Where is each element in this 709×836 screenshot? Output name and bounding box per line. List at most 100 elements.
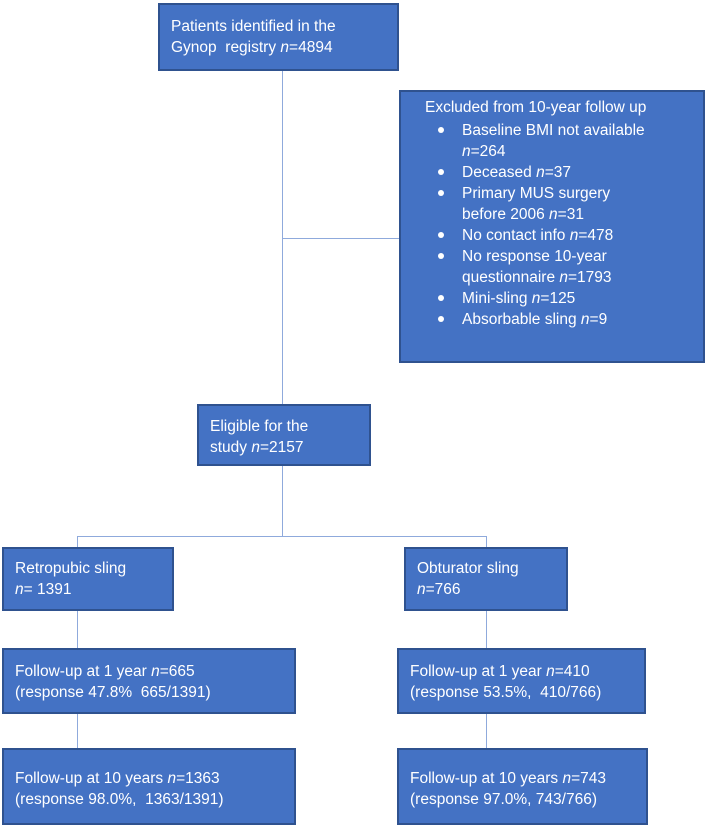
exclusion-item: Baseline BMI not available n=264: [401, 120, 703, 162]
n-symbol: n: [151, 663, 160, 680]
line-text: Baseline BMI not available: [462, 122, 645, 139]
bullet-icon: [438, 316, 444, 322]
obturator-sling-box: Obturator sling n=766: [404, 547, 568, 611]
exclusion-item: Absorbable sling n=9: [401, 309, 703, 330]
box-text-line: Baseline BMI not available: [462, 120, 703, 141]
count-value: =478: [578, 227, 614, 244]
line-text: (response 97.0%, 743/766): [410, 791, 597, 808]
count-value: =743: [571, 770, 607, 787]
box-text-line: before 2006 n=31: [462, 204, 703, 225]
n-symbol: n: [462, 143, 471, 160]
count-value: =4894: [289, 39, 333, 56]
count-value: =665: [159, 663, 195, 680]
connector-retropubic-to-1y: [77, 611, 78, 648]
exclusion-item: Mini-sling n=125: [401, 288, 703, 309]
box-text-line: Follow-up at 1 year n=410: [410, 661, 644, 682]
count-value: =766: [425, 581, 461, 598]
box-text-line: (response 98.0%, 1363/1391): [15, 789, 294, 810]
n-symbol: n: [531, 290, 541, 307]
count-value: =264: [470, 143, 506, 160]
line-text: (response 98.0%, 1363/1391): [15, 791, 224, 808]
box-text-line: Eligible for the: [210, 416, 369, 437]
line-text: before 2006: [462, 206, 550, 223]
retropubic-10-year-followup-box: Follow-up at 10 years n=1363 (response 98…: [2, 748, 296, 825]
box-text-line: Gynop registry n=4894: [171, 37, 397, 58]
line-text: Patients identified in the: [171, 18, 336, 35]
exclusion-item: No contact info n=478: [401, 225, 703, 246]
line-text: Obturator sling: [417, 560, 519, 577]
line-text: questionnaire: [462, 269, 560, 286]
eligible-box: Eligible for the study n=2157: [197, 404, 371, 466]
box-text-line: Primary MUS surgery: [462, 183, 703, 204]
box-text-line: No response 10-year: [462, 246, 703, 267]
n-symbol: n: [417, 581, 426, 598]
count-value: =37: [544, 164, 572, 181]
n-symbol: n: [559, 269, 568, 286]
connector-retro-1y-to-10y: [77, 714, 78, 748]
box-text-line: Retropubic sling: [15, 558, 172, 579]
line-text: Mini-sling: [462, 290, 532, 307]
excluded-box: Excluded from 10-year follow up Baseline…: [399, 90, 705, 363]
box-text-line: Patients identified in the: [171, 16, 397, 37]
connector-to-obturator: [486, 536, 487, 547]
line-text: Follow-up at 10 years: [15, 770, 168, 787]
bullet-icon: [438, 190, 444, 196]
count-value: =1363: [176, 770, 220, 787]
exclusion-item: No response 10-year questionnaire n=1793: [401, 246, 703, 288]
box-text-line: Mini-sling n=125: [462, 288, 703, 309]
box-text-line: (response 53.5%, 410/766): [410, 682, 644, 703]
n-symbol: n: [569, 227, 579, 244]
connector-to-retropubic: [77, 536, 78, 547]
line-text: Primary MUS surgery: [462, 185, 611, 202]
count-value: =1793: [568, 269, 612, 286]
n-symbol: n: [580, 311, 590, 328]
exclusion-item: Primary MUS surgery before 2006 n=31: [401, 183, 703, 225]
box-text-line: Follow-up at 10 years n=743: [410, 768, 646, 789]
exclusion-item: Deceased n=37: [401, 162, 703, 183]
n-symbol: n: [546, 663, 555, 680]
box-text-line: Obturator sling: [417, 558, 566, 579]
count-value: =410: [554, 663, 590, 680]
line-text: Gynop registry: [171, 39, 281, 56]
obturator-1-year-followup-box: Follow-up at 1 year n=410(response 53.5%…: [397, 648, 646, 714]
connector-to-excluded: [282, 238, 399, 239]
bullet-icon: [438, 169, 444, 175]
box-text-line: study n=2157: [210, 437, 369, 458]
box-text-line: No contact info n=478: [462, 225, 703, 246]
line-text: No contact info: [462, 227, 570, 244]
box-text-line: (response 97.0%, 743/766): [410, 789, 646, 810]
line-text: No response 10-year: [462, 248, 607, 265]
line-text: (response 47.8% 665/1391): [15, 684, 211, 701]
obturator-10-year-followup-box: Follow-up at 10 years n=743 (response 97.…: [397, 748, 648, 825]
count-value: = 1391: [23, 581, 72, 598]
bullet-icon: [438, 295, 444, 301]
n-symbol: n: [536, 164, 545, 181]
connector-obturator-to-1y: [486, 611, 487, 648]
box-text-line: Absorbable sling n=9: [462, 309, 703, 330]
n-symbol: n: [251, 439, 260, 456]
box-text-line: Deceased n=37: [462, 162, 703, 183]
retropubic-1-year-followup-box: Follow-up at 1 year n=665 (response 47.8%…: [2, 648, 296, 714]
connector-identified-to-eligible: [282, 71, 283, 404]
box-text-line: n=264: [462, 141, 703, 162]
bullet-icon: [438, 253, 444, 259]
line-text: Follow-up at 1 year: [15, 663, 152, 680]
connector-eligible-down: [282, 466, 283, 536]
n-symbol: n: [562, 770, 572, 787]
box-text-line: Follow-up at 10 years n=1363: [15, 768, 294, 789]
count-value: =31: [557, 206, 584, 223]
line-text: Eligible for the: [210, 418, 309, 435]
line-text: Follow-up at 10 years: [410, 770, 563, 787]
box-text-line: (response 47.8% 665/1391): [15, 682, 294, 703]
excluded-title: Excluded from 10-year follow up: [425, 99, 647, 116]
box-text-line: n= 1391: [15, 579, 172, 600]
line-text: study: [210, 439, 252, 456]
box-text-line: n=766: [417, 579, 566, 600]
box-text-line: Follow-up at 1 year n=665: [15, 661, 294, 682]
n-symbol: n: [280, 39, 290, 56]
connector-branch-horizontal: [77, 536, 486, 537]
bullet-icon: [438, 127, 444, 133]
